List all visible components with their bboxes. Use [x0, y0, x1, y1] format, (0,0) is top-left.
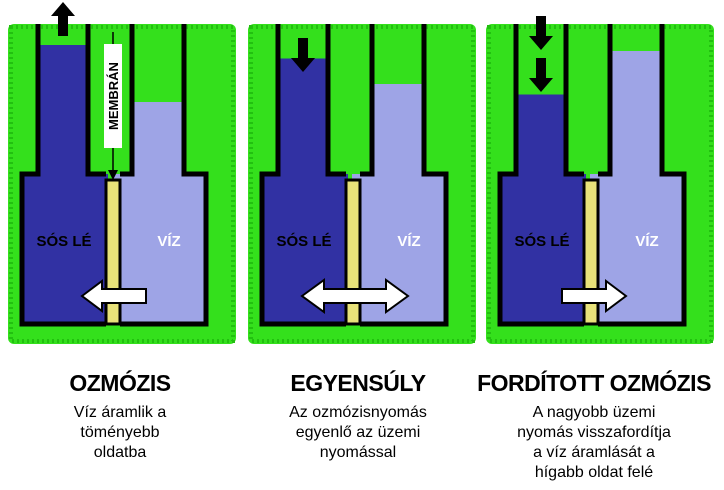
- water-label: VÍZ: [157, 233, 180, 250]
- flow-arrow-right-icon: [561, 279, 628, 313]
- right-neck-outline: [120, 24, 135, 177]
- water-label: VÍZ: [397, 233, 420, 250]
- description-line: töményebb: [80, 424, 160, 441]
- arrow-down-icon: [291, 38, 315, 72]
- salt-label: SÓS LÉ: [36, 232, 91, 250]
- right-vessel-outline: [360, 24, 449, 327]
- panel-osmosis: SÓS LÉ VÍZ MEMBRÁN: [8, 2, 236, 344]
- left-vessel-outline: [259, 24, 346, 327]
- flow-arrow-both-icon: [300, 278, 410, 314]
- description-line: nyomással: [319, 444, 397, 461]
- right-neck-outline: [598, 24, 613, 177]
- panel-reverse-osmosis: SÓS LÉ VÍZ: [486, 16, 714, 344]
- description-line: Víz áramlik a: [73, 404, 167, 421]
- left-neck-outline: [563, 24, 584, 177]
- background-texture: [249, 25, 475, 343]
- description-line: hígabb oldat felé: [534, 464, 654, 481]
- right-vessel-outline: [598, 24, 687, 327]
- panel-description: Víz áramlik a töményebb oldatba: [10, 403, 230, 463]
- caption-equilibrium: EGYENSÚLY Az ozmózisnyomás egyenlő az üz…: [248, 370, 468, 463]
- panel-title: FORDÍTOTT OZMÓZIS: [477, 370, 711, 396]
- panel-title: EGYENSÚLY: [290, 370, 426, 396]
- panel-title: OZMÓZIS: [69, 370, 171, 396]
- left-neck-outline: [325, 24, 346, 177]
- left-vessel-outline: [19, 24, 106, 327]
- water-label: VÍZ: [635, 233, 658, 250]
- description-line: nyomás visszafordítja: [517, 424, 671, 441]
- membrane-label-box: [104, 44, 122, 148]
- membrane-pointer-icon: [108, 170, 118, 180]
- description-line: oldatba: [93, 444, 147, 461]
- panel-description: A nagyobb üzemi nyomás visszafordítja a …: [466, 403, 722, 483]
- arrow-up-icon: [51, 2, 75, 36]
- left-vessel-outline: [497, 24, 584, 327]
- caption-reverse-osmosis: FORDÍTOTT OZMÓZIS A nagyobb üzemi nyomás…: [466, 370, 722, 483]
- membrane-label: MEMBRÁN: [106, 62, 121, 130]
- salt-label: SÓS LÉ: [514, 232, 569, 250]
- description-line: a víz áramlását a: [533, 444, 655, 461]
- arrow-down-icon: [529, 58, 553, 92]
- description-line: egyenlő az üzemi: [295, 424, 421, 441]
- panel-equilibrium: SÓS LÉ VÍZ: [248, 24, 476, 344]
- salt-label: SÓS LÉ: [276, 232, 331, 250]
- panel-description: Az ozmózisnyomás egyenlő az üzemi nyomás…: [248, 403, 468, 463]
- right-vessel-outline: [120, 24, 209, 327]
- description-line: A nagyobb üzemi: [532, 404, 656, 421]
- flow-arrow-left-icon: [80, 279, 147, 313]
- arrow-down-icon: [529, 16, 553, 50]
- description-line: Az ozmózisnyomás: [289, 404, 427, 421]
- background-texture: [487, 25, 713, 343]
- left-neck-outline: [85, 24, 106, 177]
- background-texture: [9, 25, 235, 343]
- caption-osmosis: OZMÓZIS Víz áramlik a töményebb oldatba: [10, 370, 230, 463]
- right-neck-outline: [360, 24, 375, 177]
